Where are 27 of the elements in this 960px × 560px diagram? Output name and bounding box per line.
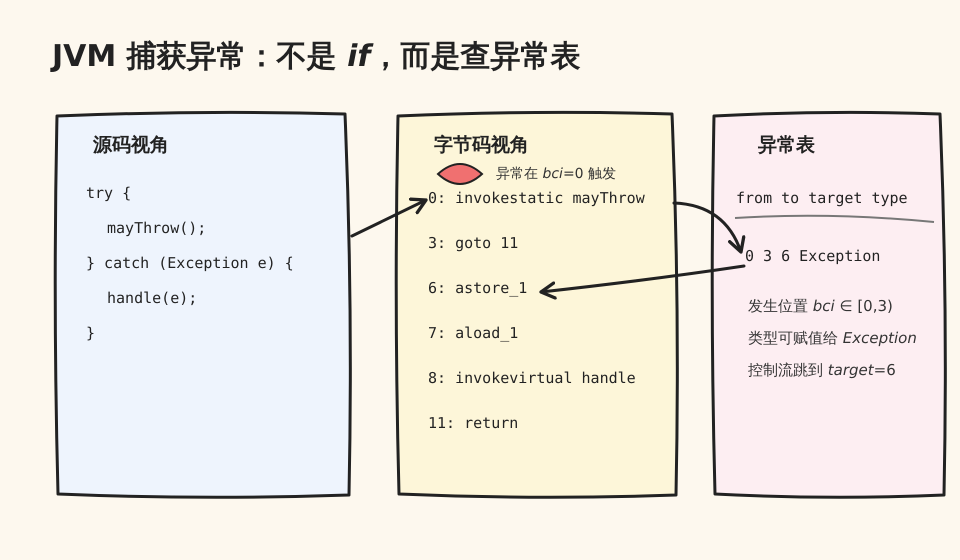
arrow — [350, 198, 428, 238]
note: 控制流跳到 target=6 — [748, 360, 896, 380]
code-line: 7: aload_1 — [428, 323, 538, 345]
code-line: 8: invokevirtual handle — [428, 368, 668, 390]
code-line: } — [86, 323, 106, 345]
code-line: } catch (Exception e) { — [86, 253, 326, 275]
code-line: handle(e); — [107, 288, 207, 310]
code-line: 3: goto 11 — [428, 233, 538, 255]
arrow — [539, 264, 746, 300]
title: JVM 捕获异常：不是 if，而是查异常表 — [52, 38, 580, 76]
table-row: 0 3 6 Exception — [745, 246, 905, 268]
code-line: 6: astore_1 — [428, 278, 538, 300]
panel — [712, 112, 946, 497]
panel — [396, 112, 678, 497]
annotation: 异常在 bci=0 触发 — [496, 165, 616, 184]
panel-heading: 异常表 — [758, 133, 815, 158]
panel — [55, 112, 351, 497]
code-line: 11: return — [428, 413, 538, 435]
note: 发生位置 bci ∈ [0,3) — [748, 296, 893, 316]
panel-heading: 字节码视角 — [434, 133, 529, 158]
note: 类型可赋值给 Exception — [748, 328, 917, 348]
code-line: mayThrow(); — [107, 218, 217, 240]
code-line: try { — [86, 183, 156, 205]
panel-heading: 源码视角 — [93, 133, 169, 158]
table-row: from to target type — [736, 188, 930, 210]
code-line: 0: invokestatic mayThrow — [428, 188, 673, 210]
arrow — [672, 202, 745, 254]
